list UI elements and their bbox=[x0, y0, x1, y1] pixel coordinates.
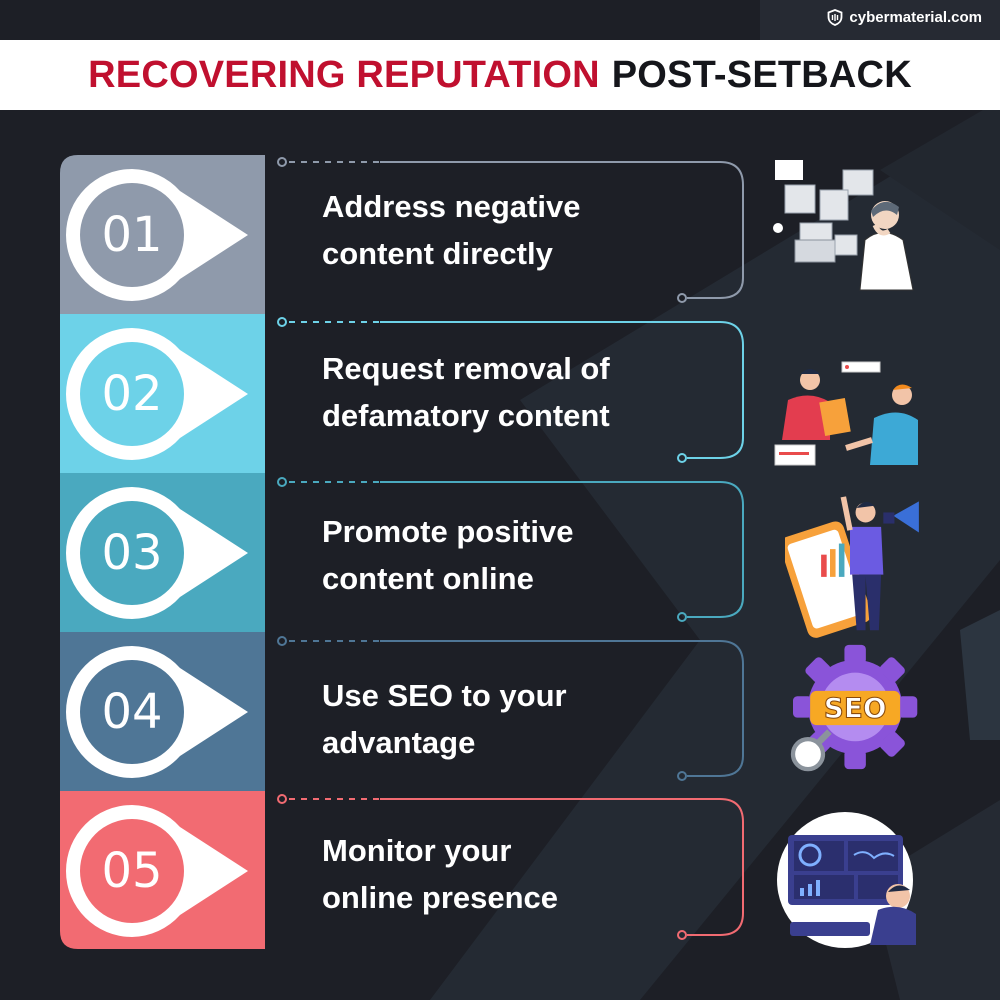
step-line-2: online presence bbox=[322, 880, 559, 915]
step-line-1: Address negative bbox=[322, 189, 581, 224]
step-line-1: Use SEO to your bbox=[322, 678, 567, 713]
step-text: Use SEO to your advantage bbox=[322, 672, 702, 766]
step-band: 01 bbox=[60, 155, 265, 315]
step-line-1: Request removal of bbox=[322, 351, 610, 386]
step-band: 03 bbox=[60, 473, 265, 633]
connector-line bbox=[277, 636, 744, 781]
step-2: 02 Request removal of defamatory content bbox=[60, 314, 750, 474]
document-handover-illustration bbox=[774, 361, 918, 466]
step-band: 04 bbox=[60, 632, 265, 792]
step-number: 03 bbox=[101, 525, 163, 581]
connector-line bbox=[277, 157, 744, 303]
brand-logo: cybermaterial.com bbox=[827, 9, 982, 26]
step-line-2: advantage bbox=[322, 725, 476, 760]
people-video-call-illustration bbox=[773, 160, 914, 291]
title-banner: RECOVERING REPUTATION POST-SETBACK bbox=[0, 40, 1000, 110]
step-3: 03 Promote positive content online bbox=[60, 473, 750, 633]
megaphone-phone-illustration bbox=[785, 496, 919, 638]
step-text: Promote positive content online bbox=[322, 508, 702, 602]
step-text: Request removal of defamatory content bbox=[322, 345, 702, 439]
step-text: Monitor your online presence bbox=[322, 827, 702, 921]
brand-name: cybermaterial.com bbox=[849, 9, 982, 26]
step-line-1: Monitor your bbox=[322, 833, 512, 868]
step-line-2: content directly bbox=[322, 236, 553, 271]
step-line-1: Promote positive bbox=[322, 514, 574, 549]
connector-line bbox=[277, 317, 744, 463]
step-band: 05 bbox=[60, 791, 265, 951]
connector-line bbox=[277, 477, 744, 622]
shield-icon bbox=[828, 9, 843, 26]
connector-line bbox=[277, 794, 744, 940]
step-number: 02 bbox=[101, 366, 163, 422]
step-number: 04 bbox=[101, 684, 163, 740]
step-text: Address negative content directly bbox=[322, 183, 702, 277]
step-line-2: defamatory content bbox=[322, 398, 610, 433]
seo-gear-illustration: SEO bbox=[790, 644, 918, 772]
monitoring-dashboard-illustration bbox=[777, 812, 916, 948]
step-number: 05 bbox=[101, 843, 163, 899]
step-number: 01 bbox=[101, 207, 163, 263]
title-rest: POST-SETBACK bbox=[611, 53, 912, 96]
step-band: 02 bbox=[60, 314, 265, 474]
svg-text:SEO: SEO bbox=[824, 692, 887, 725]
step-1: 01 Address negative content directly bbox=[60, 155, 750, 315]
step-5: 05 Monitor your online presence bbox=[60, 791, 750, 951]
title-highlight: RECOVERING REPUTATION bbox=[88, 53, 600, 96]
step-4: 04 Use SEO to your advantage bbox=[60, 632, 750, 792]
step-line-2: content online bbox=[322, 561, 534, 596]
